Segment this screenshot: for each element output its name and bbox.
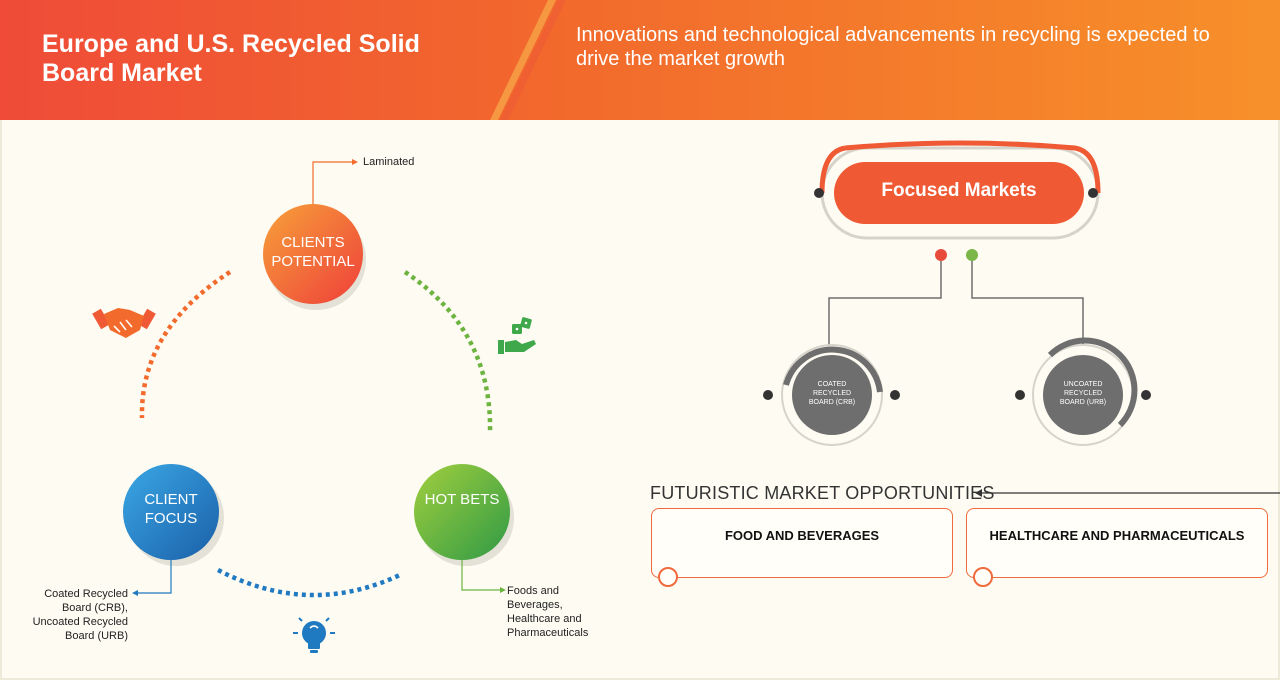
clients-potential-circle <box>263 204 363 304</box>
opportunity-healthcare-ring <box>973 567 993 587</box>
opportunity-healthcare-label: HEALTHCARE AND PHARMACEUTICALS <box>989 528 1245 543</box>
page-title: Europe and U.S. Recycled Solid Board Mar… <box>42 30 420 87</box>
dice-hand-icon <box>498 317 536 354</box>
header-banner <box>0 0 1280 120</box>
opportunity-box-food <box>651 508 953 578</box>
hot-bets-connector <box>461 560 500 591</box>
focused-markets-title: Focused Markets <box>881 180 1037 201</box>
laminated-annotation: Laminated <box>363 156 415 168</box>
client-focus-annotation: Coated Recycled Board (CRB), Uncoated Re… <box>32 588 128 642</box>
client-focus-connector <box>138 560 172 594</box>
opportunity-food-label: FOOD AND BEVERAGES <box>724 528 880 543</box>
laminated-connector <box>312 161 352 204</box>
clients-potential-label: CLIENTS POTENTIAL <box>271 234 355 270</box>
opportunity-box-healthcare <box>966 508 1268 578</box>
crb-dot <box>935 249 947 261</box>
hot-bets-circle <box>414 464 510 560</box>
focused-markets-pill <box>834 162 1084 224</box>
hot-bets-annotation: Foods and Beverages, Healthcare and Phar… <box>507 585 589 639</box>
client-focus-circle <box>123 464 219 560</box>
header-divider <box>490 0 566 120</box>
crb-label: COATED RECYCLED BOARD (CRB) <box>808 381 856 406</box>
arc-blue <box>216 568 403 598</box>
arc-orange <box>139 270 232 419</box>
lightbulb-icon <box>293 617 335 653</box>
arc-green <box>403 270 493 433</box>
urb-dot <box>966 249 978 261</box>
urb-label: UNCOATED RECYCLED BOARD (URB) <box>1059 381 1107 406</box>
client-focus-label: CLIENT FOCUS <box>144 491 198 527</box>
hot-bets-label: HOT BETS <box>424 491 500 508</box>
opportunities-title: FUTURISTIC MARKET OPPORTUNITIES <box>650 483 995 503</box>
urb-circle <box>1043 355 1123 435</box>
content-panel <box>0 120 1280 680</box>
opportunity-food-ring <box>658 567 678 587</box>
page-tagline: Innovations and technological advancemen… <box>576 24 1210 70</box>
handshake-icon <box>92 308 156 338</box>
crb-circle <box>792 355 872 435</box>
